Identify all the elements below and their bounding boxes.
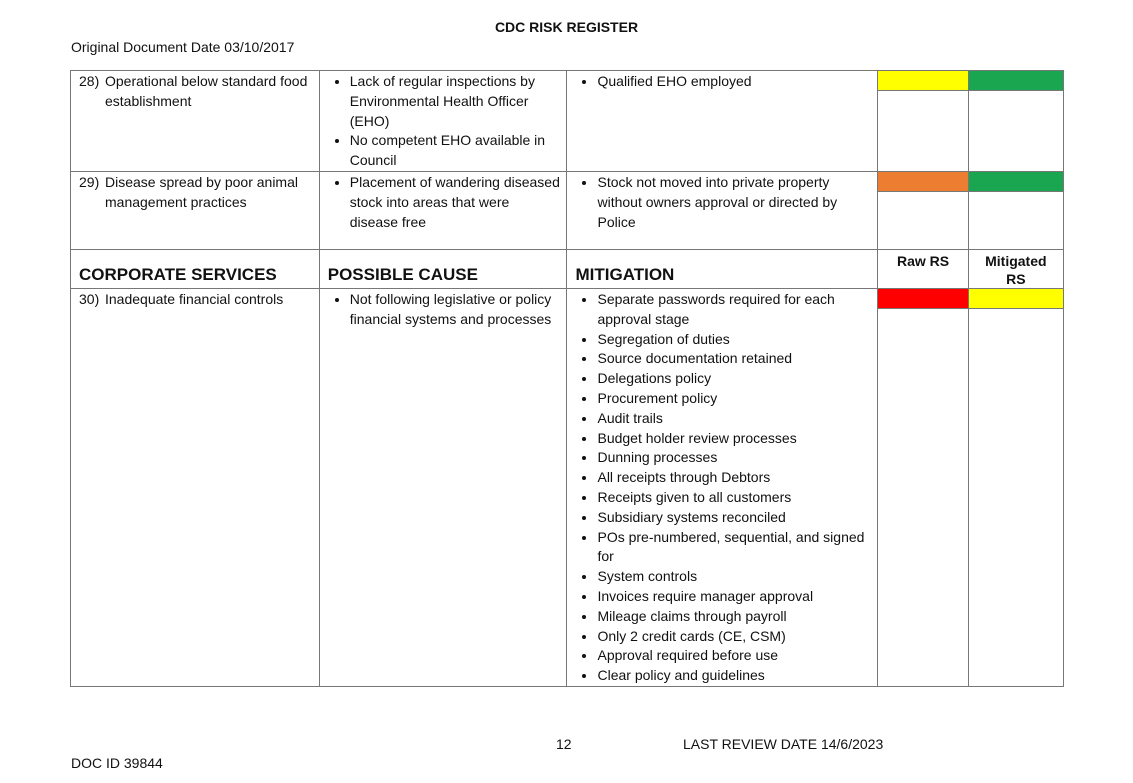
mitigation-item: Dunning processes	[597, 448, 871, 468]
mitigation-cell: Stock not moved into private property wi…	[566, 170, 879, 250]
raw-rs-cell	[877, 287, 969, 687]
cause-header-cell: POSSIBLE CAUSE	[318, 248, 568, 289]
risk-cell: 30) Inadequate financial controls	[70, 287, 320, 687]
raw-rs-header: Raw RS	[896, 252, 950, 269]
mitigation-item: Procurement policy	[597, 389, 871, 409]
risk-cell: 29) Disease spread by poor animal manage…	[70, 170, 320, 250]
mitigation-list: Separate passwords required for each app…	[567, 289, 877, 686]
mitigated-rs-cell	[967, 170, 1065, 250]
mitigation-item: All receipts through Debtors	[597, 468, 871, 488]
mitigation-item: Segregation of duties	[597, 330, 871, 350]
risk-number: 28)	[79, 73, 100, 89]
document-title: CDC RISK REGISTER	[494, 19, 639, 35]
raw-rs-swatch	[878, 288, 968, 309]
mitigation-item: Audit trails	[597, 409, 871, 429]
mitigation-item: Approval required before use	[597, 646, 871, 666]
mitigation-item: Invoices require manager approval	[597, 587, 871, 607]
mitigation-item: Separate passwords required for each app…	[597, 290, 871, 330]
mitigation-item: Delegations policy	[597, 369, 871, 389]
mitigated-rs-cell	[967, 287, 1065, 687]
risk-description: Operational below standard food establis…	[105, 73, 308, 109]
mitigation-item: POs pre-numbered, sequential, and signed…	[597, 528, 871, 568]
cause-cell: Placement of wandering diseased stock in…	[318, 170, 568, 250]
mitigation-header: MITIGATION	[575, 264, 675, 284]
mitigation-item: Stock not moved into private property wi…	[597, 173, 871, 232]
risk-description: Disease spread by poor animal management…	[105, 173, 298, 210]
cause-item: Not following legislative or policy fina…	[350, 290, 561, 330]
mitigation-header-cell: MITIGATION	[566, 248, 879, 289]
cause-cell: Not following legislative or policy fina…	[318, 287, 568, 687]
raw-rs-cell	[877, 70, 969, 172]
cause-cell: Lack of regular inspections by Environme…	[318, 70, 568, 172]
raw-rs-cell	[877, 170, 969, 250]
raw-rs-swatch	[878, 171, 968, 192]
cause-item: No competent EHO available in Council	[350, 131, 561, 171]
mitigated-rs-swatch	[968, 71, 1063, 91]
mitigated-rs-swatch	[968, 288, 1063, 309]
risk-description: Inadequate financial controls	[105, 290, 284, 307]
cause-item: Lack of regular inspections by Environme…	[350, 72, 561, 131]
raw-rs-header-cell: Raw RS	[877, 248, 969, 289]
mitigation-item: Source documentation retained	[597, 349, 871, 369]
raw-rs-swatch	[878, 71, 968, 91]
risk-number: 29)	[79, 173, 100, 190]
risk-register-table: 28) Operational below standard food esta…	[70, 70, 1065, 687]
cause-header: POSSIBLE CAUSE	[327, 264, 478, 284]
section-header-row: CORPORATE SERVICES POSSIBLE CAUSE MITIGA…	[70, 248, 1065, 289]
mitigation-item: Budget holder review processes	[597, 429, 871, 449]
risk-number: 30)	[79, 290, 100, 307]
mitigation-cell: Separate passwords required for each app…	[566, 287, 879, 687]
mitigation-item: System controls	[597, 567, 871, 587]
cause-item: Placement of wandering diseased stock in…	[350, 173, 561, 232]
mitigation-item: Clear policy and guidelines	[597, 666, 871, 686]
original-document-date: Original Document Date 03/10/2017	[71, 39, 295, 55]
doc-id: DOC ID 39844	[71, 755, 163, 771]
table-row: 30) Inadequate financial controls Not fo…	[70, 287, 1065, 687]
mitigation-cell: Qualified EHO employed	[566, 70, 879, 172]
mitigation-item: Qualified EHO employed	[597, 72, 871, 92]
mitigation-item: Subsidiary systems reconciled	[597, 508, 871, 528]
mitigation-item: Only 2 credit cards (CE, CSM)	[597, 627, 871, 647]
mitigated-rs-header-line2: RS	[1006, 270, 1026, 287]
mitigation-item: Receipts given to all customers	[597, 488, 871, 508]
table-row: 29) Disease spread by poor animal manage…	[70, 170, 1065, 250]
risk-cell: 28) Operational below standard food esta…	[70, 70, 320, 172]
mitigated-rs-cell	[967, 70, 1065, 172]
section-name-cell: CORPORATE SERVICES	[70, 248, 320, 289]
mitigated-rs-header-line1: Mitigated	[985, 252, 1047, 269]
mitigation-item: Mileage claims through payroll	[597, 607, 871, 627]
mitigated-rs-header-cell: Mitigated RS	[967, 248, 1065, 289]
last-review-date: LAST REVIEW DATE 14/6/2023	[683, 736, 884, 752]
table-row: 28) Operational below standard food esta…	[70, 70, 1065, 172]
section-name: CORPORATE SERVICES	[79, 264, 277, 284]
page-number: 12	[556, 736, 572, 752]
mitigated-rs-swatch	[968, 171, 1063, 192]
